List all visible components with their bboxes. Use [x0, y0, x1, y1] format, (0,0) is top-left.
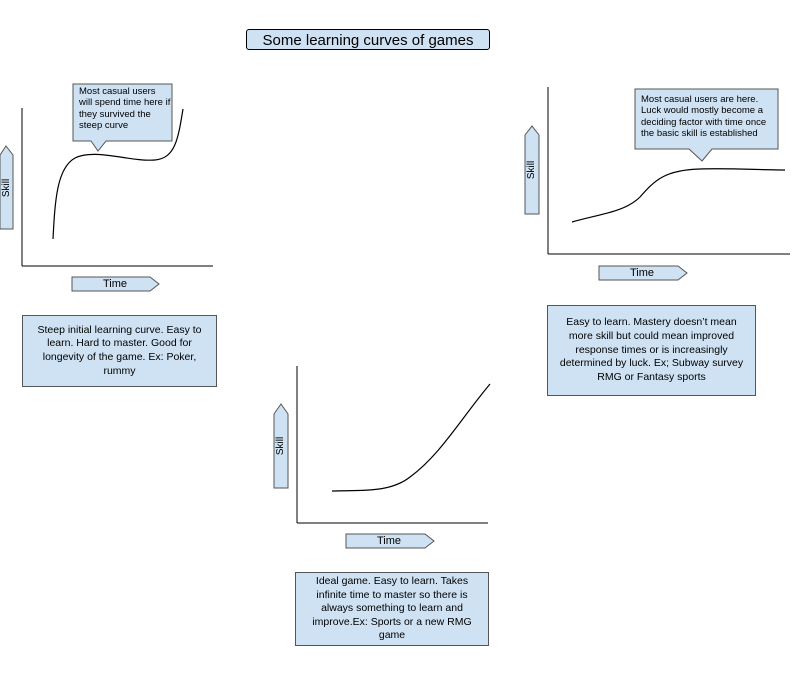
left-description-box: Steep initial learning curve. Easy to le…	[22, 315, 217, 387]
left-learning-curve	[52, 108, 184, 240]
middle-time-label: Time	[376, 535, 402, 547]
left-time-arrow	[71, 276, 160, 292]
right-skill-label: Skill	[526, 160, 537, 180]
right-time-arrow	[598, 265, 688, 281]
right-description-box: Easy to learn. Mastery doesn’t mean more…	[547, 305, 756, 396]
right-skill-arrow	[524, 125, 540, 215]
page-title: Some learning curves of games	[246, 29, 490, 50]
right-callout-text: Most casual users are here. Luck would m…	[641, 94, 767, 140]
left-time-label: Time	[102, 278, 128, 290]
right-learning-curve	[571, 168, 786, 223]
left-callout-shape	[72, 83, 173, 152]
right-callout-shape	[634, 88, 779, 162]
left-skill-label: Skill	[1, 178, 12, 198]
middle-learning-curve	[331, 383, 491, 492]
right-time-label: Time	[629, 267, 655, 279]
left-callout-text: Most casual users will spend time here i…	[79, 86, 171, 132]
middle-skill-arrow	[273, 403, 289, 489]
left-skill-arrow	[0, 145, 14, 230]
middle-skill-label: Skill	[275, 436, 286, 456]
middle-description-box: Ideal game. Easy to learn. Takes infinit…	[295, 572, 489, 646]
middle-time-arrow	[345, 533, 435, 549]
